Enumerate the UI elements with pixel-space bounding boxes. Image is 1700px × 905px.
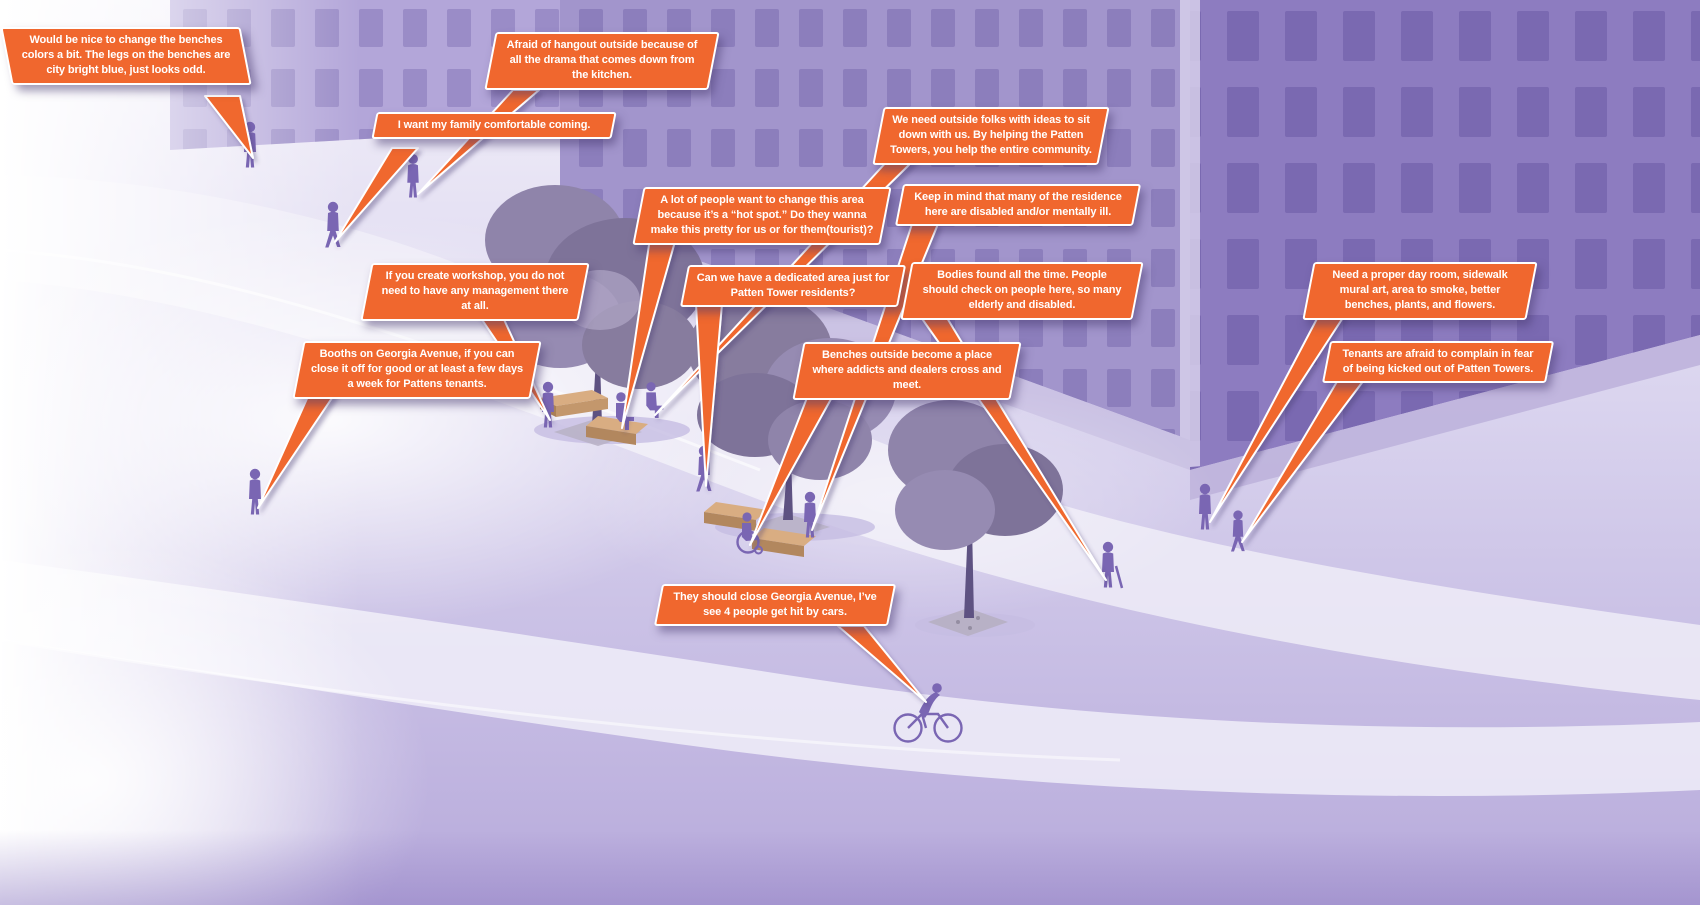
benches: [540, 390, 816, 557]
pedestrians: [244, 121, 1245, 743]
quote-callout: I want my family comfortable coming.: [371, 112, 617, 140]
quote-callout: Bodies found all the time. People should…: [900, 262, 1144, 320]
quote-callout: We need outside folks with ideas to sit …: [872, 107, 1110, 165]
callout-tail: [334, 147, 419, 243]
bench: [752, 528, 816, 557]
quote-text: Can we have a dedicated area just for Pa…: [696, 272, 890, 300]
quote-text: Bodies found all the time. People should…: [922, 269, 1122, 312]
quote-callout: Afraid of hangout outside because of all…: [484, 32, 720, 90]
quote-text: Tenants are afraid to complain in fear o…: [1342, 348, 1534, 376]
tree-pit: [928, 608, 1008, 636]
quote-callout: Keep in mind that many of the residence …: [894, 184, 1142, 227]
quote-text: I want my family comfortable coming.: [397, 119, 591, 131]
quote-callout: If you create workshop, you do not need …: [360, 263, 590, 321]
building-corner: [1180, 0, 1200, 468]
quote-callout: Benches outside become a place where add…: [792, 342, 1022, 400]
quote-callout: Would be nice to change the benches colo…: [0, 27, 252, 85]
quote-text: Benches outside become a place where add…: [812, 349, 1002, 392]
quote-callout: Tenants are afraid to complain in fear o…: [1321, 341, 1555, 384]
quote-text: Need a proper day room, sidewalk mural a…: [1332, 269, 1508, 312]
quote-callout: Booths on Georgia Avenue, if you can clo…: [292, 341, 542, 399]
quote-text: We need outside folks with ideas to sit …: [890, 114, 1092, 157]
quote-text: Booths on Georgia Avenue, if you can clo…: [311, 348, 523, 391]
quote-text: They should close Georgia Avenue, I’ve s…: [673, 591, 877, 619]
quote-callout: Need a proper day room, sidewalk mural a…: [1302, 262, 1538, 320]
quote-text: Would be nice to change the benches colo…: [21, 34, 231, 77]
quote-callout: A lot of people want to change this area…: [632, 187, 892, 245]
quote-text: Keep in mind that many of the residence …: [914, 191, 1122, 219]
quote-text: A lot of people want to change this area…: [650, 194, 874, 237]
quote-callout: Can we have a dedicated area just for Pa…: [679, 265, 907, 308]
quote-callout: They should close Georgia Avenue, I’ve s…: [653, 584, 897, 627]
quote-text: Afraid of hangout outside because of all…: [506, 39, 698, 82]
callout-tail: [204, 95, 254, 159]
bench: [586, 416, 648, 445]
quote-text: If you create workshop, you do not need …: [381, 270, 569, 313]
cyclist: [893, 683, 963, 743]
